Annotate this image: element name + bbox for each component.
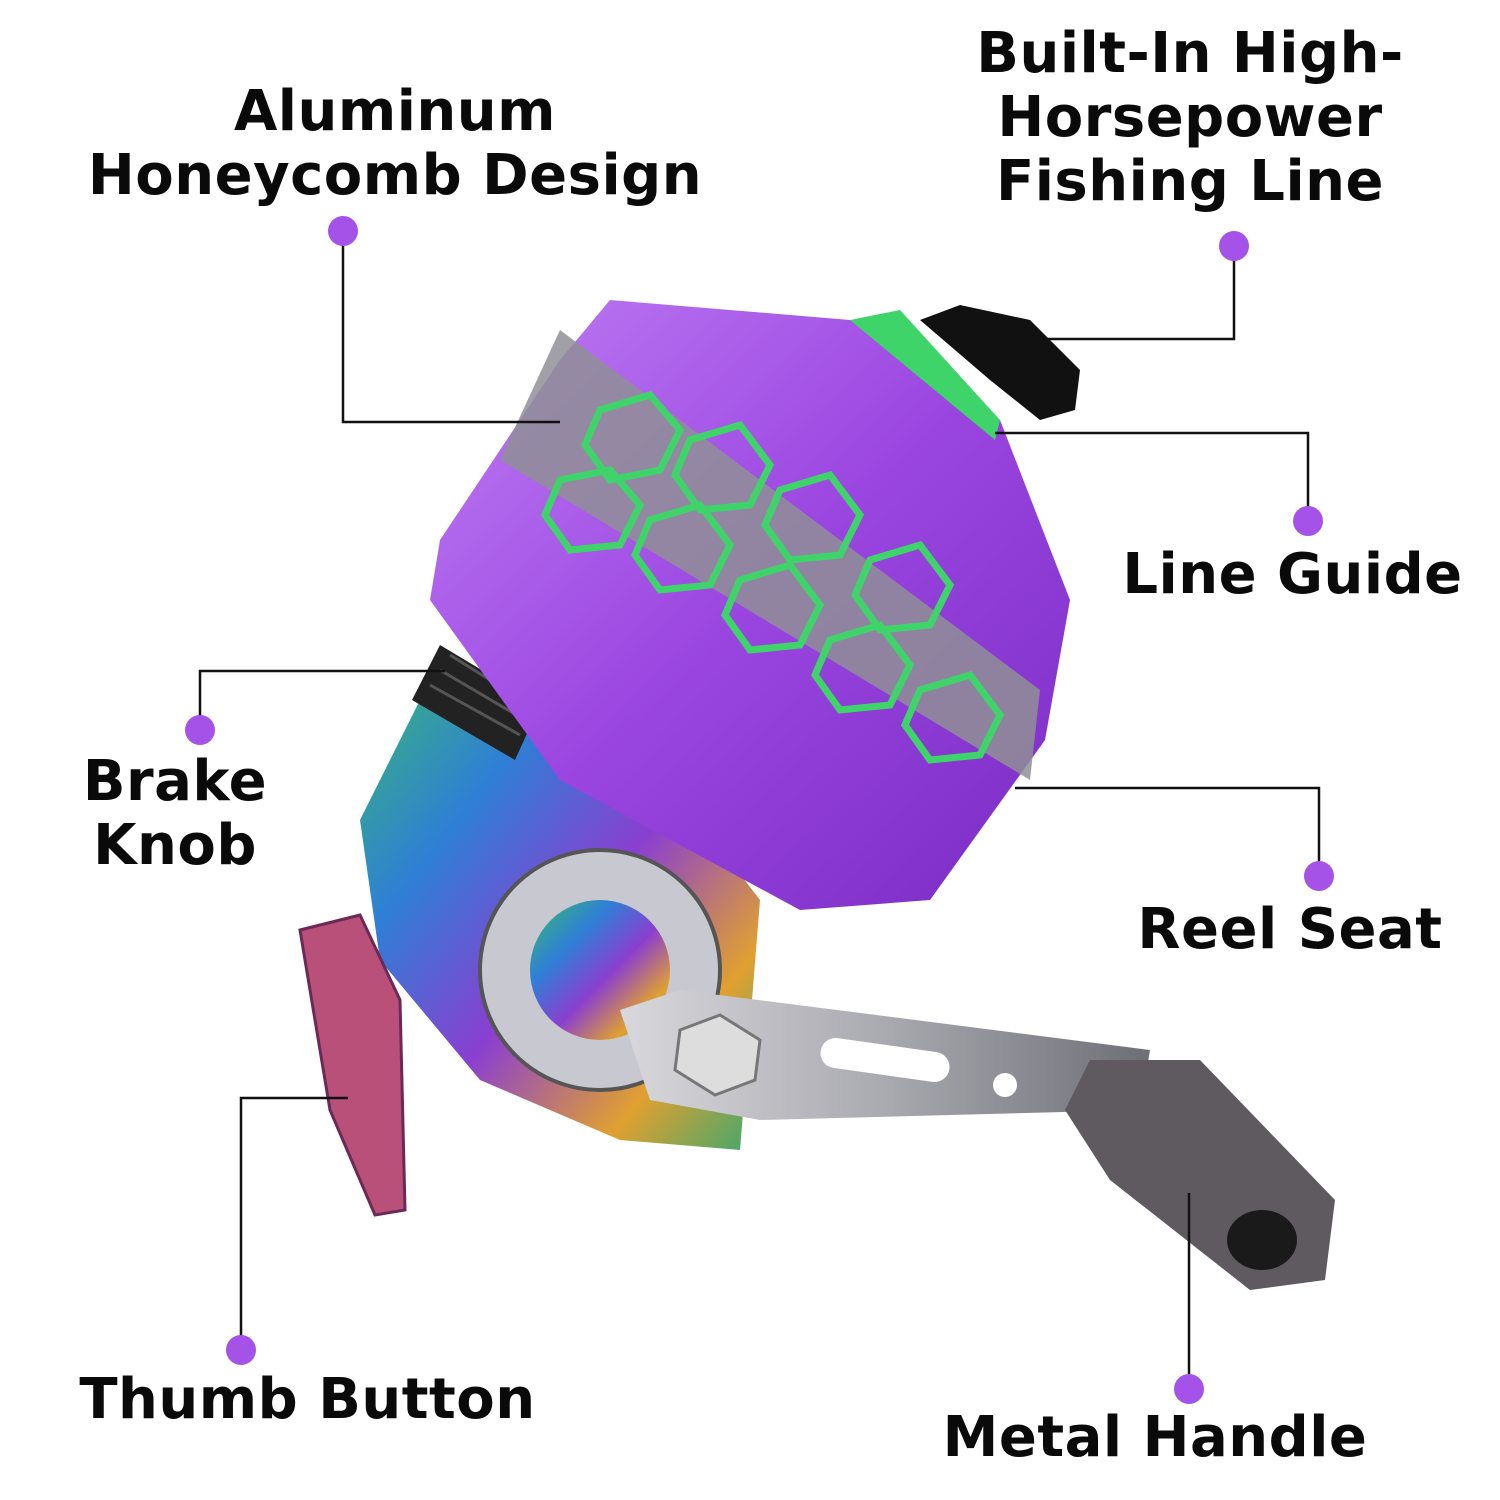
callout-dot xyxy=(1293,506,1323,536)
label-line: Fishing Line xyxy=(995,149,1385,214)
callout-dot xyxy=(1304,861,1334,891)
leader-fishing-line xyxy=(1043,246,1236,341)
label-line: Line Guide xyxy=(1122,542,1463,607)
label-line: Metal Handle xyxy=(942,1405,1368,1470)
leader-reel-seat xyxy=(1015,786,1321,876)
leader-honeycomb xyxy=(341,231,560,424)
label-line: Aluminum xyxy=(233,79,557,144)
spool-cover xyxy=(430,300,1070,910)
leader-thumb-button xyxy=(239,1096,348,1350)
label-honeycomb: Aluminum Honeycomb Design xyxy=(20,80,770,208)
thumb-button[interactable] xyxy=(298,913,407,1217)
label-metal-handle: Metal Handle xyxy=(910,1406,1400,1470)
label-fishing-line: Built-In High- Horsepower Fishing Line xyxy=(900,22,1480,214)
label-line: Knob xyxy=(93,813,257,878)
label-line: Horsepower xyxy=(997,85,1383,150)
label-line: Reel Seat xyxy=(1137,897,1443,962)
callout-dot xyxy=(185,715,215,745)
label-line: Honeycomb Design xyxy=(87,143,703,208)
leader-brake-knob xyxy=(198,669,445,730)
label-line-guide: Line Guide xyxy=(1100,543,1485,607)
callout-dot xyxy=(226,1335,256,1365)
label-line: Built-In High- xyxy=(976,21,1404,86)
metal-handle[interactable] xyxy=(620,990,1335,1290)
label-line: Brake xyxy=(82,749,268,814)
callout-dot xyxy=(328,216,358,246)
callout-dot xyxy=(1174,1374,1204,1404)
label-brake-knob: Brake Knob xyxy=(20,750,330,878)
line-guide xyxy=(920,305,1080,420)
callout-dot xyxy=(1219,231,1249,261)
leader-line-guide xyxy=(995,431,1310,521)
label-reel-seat: Reel Seat xyxy=(1110,898,1470,962)
label-line: Thumb Button xyxy=(79,1367,536,1432)
label-thumb-button: Thumb Button xyxy=(40,1368,575,1432)
